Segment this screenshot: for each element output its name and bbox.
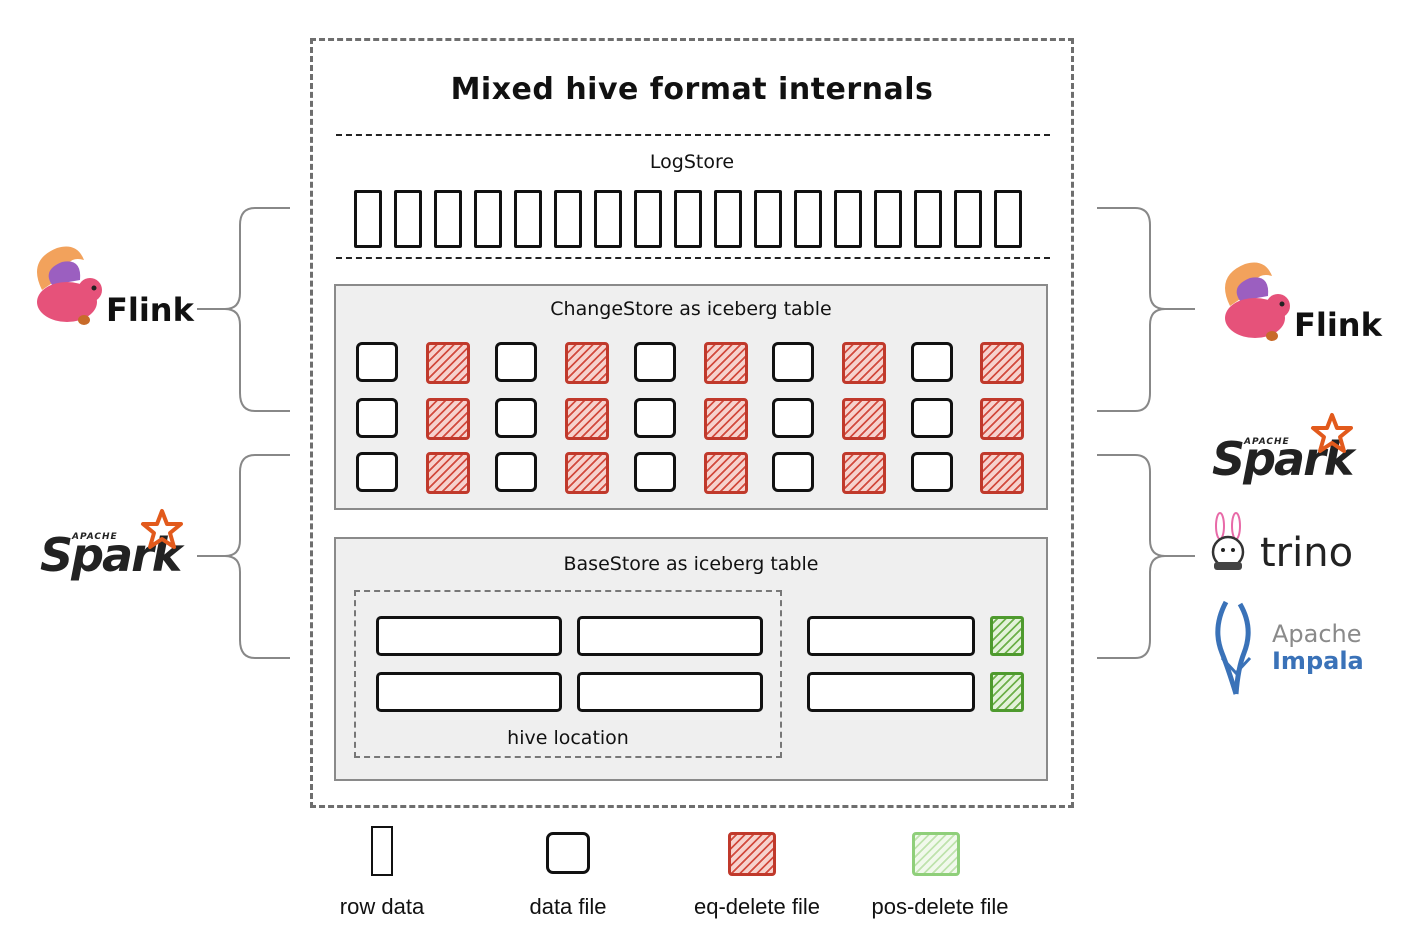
log-row-data-cell — [914, 190, 942, 248]
change-data-file — [911, 398, 953, 438]
eq-delete-file — [980, 452, 1024, 494]
legend-row-data-label: row data — [339, 894, 425, 919]
eq-delete-file — [704, 452, 748, 494]
base-data-file — [807, 672, 975, 712]
impala-label: Impala — [1272, 647, 1364, 675]
log-row-data-cell — [994, 190, 1022, 248]
right-engines-brace — [1097, 454, 1195, 659]
eq-delete-file — [426, 342, 470, 384]
logstore-top-divider — [336, 134, 1050, 136]
log-row-data-cell — [834, 190, 862, 248]
log-row-data-cell — [634, 190, 662, 248]
spark-star-icon — [141, 509, 183, 549]
legend-pos-delete-label: pos-delete file — [871, 894, 1009, 919]
eq-delete-file — [704, 398, 748, 440]
logstore-row-data — [354, 190, 1022, 248]
base-data-file — [376, 616, 562, 656]
change-data-file — [772, 452, 814, 492]
log-row-data-cell — [474, 190, 502, 248]
eq-delete-file — [565, 398, 609, 440]
log-row-data-cell — [594, 190, 622, 248]
legend-eq-delete-symbol — [728, 832, 776, 876]
eq-delete-file — [426, 452, 470, 494]
change-data-file — [495, 452, 537, 492]
legend-pos-delete-symbol — [912, 832, 960, 876]
log-row-data-cell — [434, 190, 462, 248]
spark-apache-label-left: APACHE — [72, 532, 118, 542]
change-data-file — [495, 398, 537, 438]
spark-label-left: Spark — [40, 528, 182, 582]
hive-location-label: hive location — [507, 727, 629, 749]
basestore-label: BaseStore as iceberg table — [563, 553, 819, 575]
log-row-data-cell — [674, 190, 702, 248]
changestore-label: ChangeStore as iceberg table — [550, 298, 832, 320]
change-data-file — [495, 342, 537, 382]
flink-label-left: Flink — [106, 291, 194, 329]
legend-row-data-symbol — [371, 826, 393, 876]
changestore-panel: ChangeStore as iceberg table — [334, 284, 1048, 510]
spark-star-icon — [1311, 413, 1353, 453]
log-row-data-cell — [394, 190, 422, 248]
hive-location-area — [354, 590, 782, 758]
trino-label: trino — [1260, 530, 1354, 576]
change-data-file — [634, 342, 676, 382]
flink-squirrel-icon — [37, 246, 102, 325]
left-flink-brace — [197, 207, 290, 412]
eq-delete-file — [426, 398, 470, 440]
eq-delete-file — [704, 342, 748, 384]
change-data-file — [356, 342, 398, 382]
eq-delete-file — [842, 452, 886, 494]
log-row-data-cell — [714, 190, 742, 248]
change-data-file — [634, 452, 676, 492]
mixed-hive-format-container — [310, 38, 1074, 808]
log-row-data-cell — [874, 190, 902, 248]
right-flink-brace — [1097, 207, 1195, 412]
log-row-data-cell — [794, 190, 822, 248]
logstore-bottom-divider — [336, 257, 1050, 259]
impala-antelope-icon — [1215, 600, 1252, 695]
basestore-panel: BaseStore as iceberg table — [334, 537, 1048, 781]
base-data-file — [577, 672, 763, 712]
base-data-file — [807, 616, 975, 656]
log-row-data-cell — [554, 190, 582, 248]
change-data-file — [356, 398, 398, 438]
change-data-file — [356, 452, 398, 492]
eq-delete-file — [565, 342, 609, 384]
log-row-data-cell — [514, 190, 542, 248]
flink-squirrel-icon — [1225, 262, 1290, 341]
legend-data-file-label: data file — [529, 894, 607, 919]
flink-label-right: Flink — [1294, 306, 1382, 344]
log-row-data-cell — [754, 190, 782, 248]
pos-delete-file — [990, 672, 1024, 712]
change-data-file — [911, 342, 953, 382]
base-data-file — [577, 616, 763, 656]
spark-label-right: Spark — [1212, 432, 1354, 486]
trino-bunny-icon — [1211, 512, 1245, 570]
legend-data-file-symbol — [546, 832, 590, 874]
legend-eq-delete-label: eq-delete file — [694, 894, 820, 919]
change-data-file — [634, 398, 676, 438]
base-data-file — [376, 672, 562, 712]
eq-delete-file — [980, 398, 1024, 440]
log-row-data-cell — [354, 190, 382, 248]
change-data-file — [772, 342, 814, 382]
impala-apache-label: Apache — [1272, 620, 1362, 648]
change-data-file — [911, 452, 953, 492]
diagram-title: Mixed hive format internals — [450, 72, 934, 107]
eq-delete-file — [842, 398, 886, 440]
eq-delete-file — [980, 342, 1024, 384]
eq-delete-file — [565, 452, 609, 494]
pos-delete-file — [990, 616, 1024, 656]
logstore-label: LogStore — [649, 151, 735, 173]
left-spark-brace — [197, 454, 290, 659]
change-data-file — [772, 398, 814, 438]
spark-apache-label-right: APACHE — [1244, 437, 1290, 447]
log-row-data-cell — [954, 190, 982, 248]
eq-delete-file — [842, 342, 886, 384]
